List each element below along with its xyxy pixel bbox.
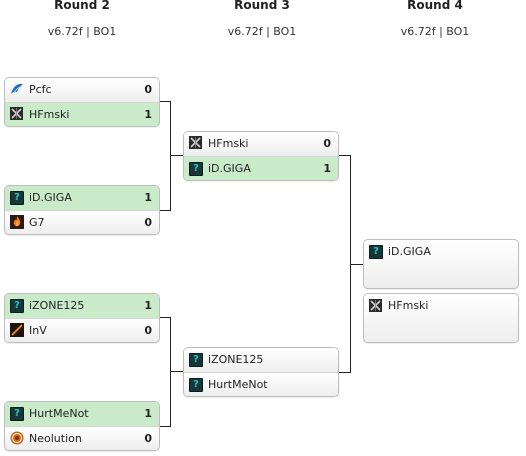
g7-flame-icon (10, 215, 24, 229)
question-mark-icon: ? (10, 407, 24, 421)
team-name: iD.GIGA (29, 191, 72, 204)
team-name: iD.GIGA (388, 245, 431, 258)
hf-logo-icon (369, 299, 382, 312)
team-name: InV (29, 324, 47, 337)
team-name: HurtMeNot (208, 378, 268, 391)
team-score: 1 (144, 108, 152, 121)
team-slot[interactable]: Pcfc 0 (5, 78, 159, 102)
team-name: HFmski (208, 137, 249, 150)
team-name: Neolution (29, 432, 82, 445)
question-mark-icon: ? (189, 378, 203, 392)
team-name: HFmski (29, 108, 70, 121)
team-score: 0 (144, 216, 152, 229)
team-slot[interactable]: ? HurtMeNot (184, 372, 338, 396)
round-subtitle: v6.72f | BO1 (47, 25, 117, 38)
neolution-logo-icon (10, 431, 24, 445)
team-slot[interactable]: ? iD.GIGA (364, 240, 518, 288)
team-slot[interactable]: InV 0 (5, 318, 159, 342)
team-slot[interactable]: G7 0 (5, 210, 159, 234)
pcfc-logo-icon (10, 82, 24, 96)
team-score: 1 (323, 162, 331, 175)
team-slot[interactable]: ? iZONE125 (184, 348, 338, 372)
team-score: 0 (144, 432, 152, 445)
team-slot-winner[interactable]: ? iD.GIGA 1 (5, 186, 159, 210)
team-slot-winner[interactable]: ? iD.GIGA 1 (184, 156, 338, 180)
round-title: Round 4 (407, 0, 463, 12)
round-title: Round 2 (54, 0, 110, 12)
round-header-4: Round 4 v6.72f | BO1 (360, 0, 510, 38)
team-name: iD.GIGA (208, 162, 251, 175)
team-name: G7 (29, 216, 45, 229)
match-r2-1[interactable]: Pcfc 0 HFmski 1 (4, 77, 160, 127)
hf-logo-icon (10, 107, 23, 120)
bracket-connector (171, 155, 183, 156)
team-name: HFmski (388, 299, 429, 312)
round-subtitle: v6.72f | BO1 (227, 25, 297, 38)
match-r3-1[interactable]: HFmski 0 ? iD.GIGA 1 (183, 131, 339, 181)
bracket-connector (160, 101, 171, 211)
hf-logo-icon (189, 136, 202, 149)
bracket-connector (351, 264, 363, 265)
round-subtitle: v6.72f | BO1 (400, 25, 470, 38)
team-score: 1 (144, 191, 152, 204)
match-r4-slot-1[interactable]: ? iD.GIGA (363, 239, 519, 289)
bracket-connector (160, 317, 171, 427)
team-slot-winner[interactable]: ? HurtMeNot 1 (5, 402, 159, 426)
question-mark-icon: ? (189, 162, 203, 176)
team-slot[interactable]: HFmski 0 (184, 132, 338, 156)
match-r2-3[interactable]: ? iZONE125 1 InV 0 (4, 293, 160, 343)
bracket-connector (339, 155, 351, 373)
team-score: 0 (144, 324, 152, 337)
question-mark-icon: ? (10, 299, 24, 313)
question-mark-icon: ? (189, 353, 203, 367)
team-name: iZONE125 (29, 299, 85, 312)
round-header-2: Round 2 v6.72f | BO1 (7, 0, 157, 38)
team-score: 0 (144, 83, 152, 96)
team-score: 0 (323, 137, 331, 150)
round-title: Round 3 (234, 0, 290, 12)
round-header-3: Round 3 v6.72f | BO1 (187, 0, 337, 38)
team-slot-winner[interactable]: ? iZONE125 1 (5, 294, 159, 318)
match-r4-slot-2[interactable]: HFmski (363, 293, 519, 343)
match-r3-2[interactable]: ? iZONE125 ? HurtMeNot (183, 347, 339, 397)
team-score: 1 (144, 299, 152, 312)
team-slot[interactable]: HFmski (364, 294, 518, 342)
team-slot[interactable]: Neolution 0 (5, 426, 159, 450)
bracket-connector (171, 371, 183, 372)
team-slot-winner[interactable]: HFmski 1 (5, 102, 159, 126)
question-mark-icon: ? (369, 245, 383, 259)
team-name: Pcfc (29, 83, 52, 96)
team-name: HurtMeNot (29, 407, 89, 420)
inv-blade-icon (10, 323, 24, 337)
question-mark-icon: ? (10, 191, 24, 205)
match-r2-4[interactable]: ? HurtMeNot 1 Neolution 0 (4, 401, 160, 451)
team-score: 1 (144, 407, 152, 420)
match-r2-2[interactable]: ? iD.GIGA 1 G7 0 (4, 185, 160, 235)
team-name: iZONE125 (208, 353, 264, 366)
